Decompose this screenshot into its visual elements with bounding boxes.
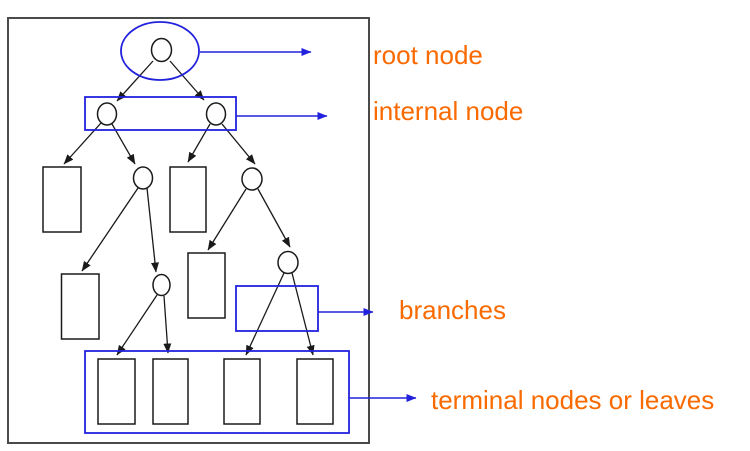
- internal-node-circle: [96, 102, 118, 126]
- edge-l4e-left: [116, 294, 158, 356]
- internal-node-circle: [277, 250, 299, 275]
- branches-highlight-box: [235, 285, 319, 332]
- branches-label: branches: [399, 295, 506, 325]
- edge-l3d-left: [207, 188, 247, 251]
- edge-root-right: [169, 60, 205, 101]
- leaf-node-rect: [60, 273, 100, 340]
- root-highlight-ellipse: [120, 21, 200, 81]
- root-node-circle: [150, 37, 173, 63]
- edge-l3c-left: [81, 187, 139, 272]
- leaf-node-rect: [169, 166, 207, 233]
- root-node-label: root node: [373, 40, 483, 70]
- terminal-leaf-rect: [296, 358, 334, 425]
- terminal-leaf-rect: [97, 358, 136, 425]
- diagram-border: [7, 17, 370, 444]
- internal-highlight-box: [84, 96, 237, 131]
- terminal-nodes-label: terminal nodes or leaves: [431, 385, 715, 415]
- edge-l4e-right: [163, 295, 172, 354]
- annotations: [84, 21, 417, 434]
- internal-node-circle: [152, 273, 171, 297]
- tree-nodes: [42, 37, 334, 425]
- internal-node-circle: [132, 166, 154, 190]
- internal-node-label: internal node: [373, 96, 524, 126]
- internal-node-circle: [205, 102, 227, 126]
- edge-l3c-right: [146, 187, 159, 273]
- terminal-highlight-box: [84, 350, 350, 434]
- terminal-leaf-rect: [152, 358, 189, 425]
- internal-node-circle: [241, 167, 263, 191]
- edge-l3d-right: [257, 188, 291, 248]
- leaf-node-rect: [187, 252, 226, 319]
- leaf-node-rect: [42, 166, 82, 233]
- terminal-leaf-rect: [223, 358, 261, 425]
- edge-root-left: [116, 60, 154, 102]
